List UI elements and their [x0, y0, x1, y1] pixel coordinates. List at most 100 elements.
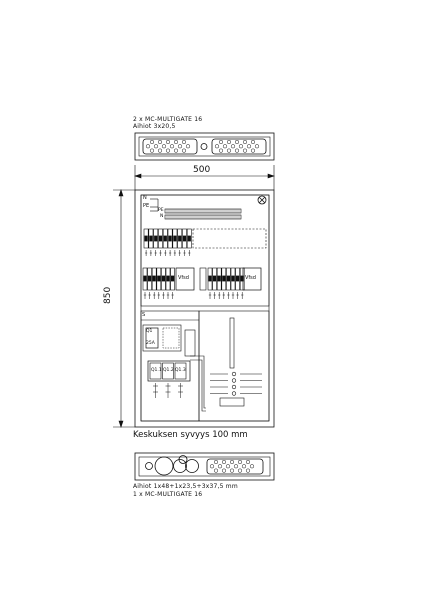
gland-hole — [234, 139, 240, 145]
breaker-toggle — [170, 275, 175, 282]
meter-wiring — [190, 355, 206, 412]
breaker-toggle — [222, 275, 226, 282]
supply-entry — [150, 198, 159, 212]
gland-hole — [242, 148, 248, 153]
gland-hole — [177, 144, 183, 149]
rcd-right-label: Vfsd — [245, 275, 256, 281]
gland-hole — [234, 148, 240, 153]
meter-terminal — [231, 371, 237, 377]
gland-hole — [213, 468, 219, 473]
gland-hole — [238, 144, 244, 149]
earth-symbol — [257, 195, 267, 205]
breaker-module — [147, 267, 152, 291]
breaker-module — [186, 228, 192, 249]
gland-hole — [145, 144, 151, 149]
breaker-module — [239, 267, 245, 291]
gland-hole — [161, 144, 167, 149]
n-busbar-label: N — [160, 214, 164, 219]
upper-panel — [140, 194, 270, 307]
breaker-module — [170, 267, 175, 291]
gland-hole — [237, 459, 243, 465]
top-multigate-right — [211, 138, 267, 155]
breaker-module — [148, 228, 154, 249]
width-dimension — [134, 165, 275, 190]
breaker-toggle — [208, 275, 212, 282]
pe-busbar-label: PE — [158, 208, 164, 213]
gland-hole — [173, 148, 179, 153]
bottom-hole-23 — [145, 462, 153, 470]
top-gland-title: 2 x MC-MULTIGATE 16 — [133, 116, 203, 123]
breaker-toggle — [152, 275, 156, 282]
gland-hole — [246, 144, 252, 149]
gland-hole — [165, 139, 171, 145]
gland-hole — [226, 139, 232, 145]
breaker-toggle — [235, 275, 240, 282]
gland-hole — [250, 139, 256, 145]
breaker-toggle — [231, 275, 235, 282]
breaker-module — [207, 267, 213, 291]
neutral-mark: N — [143, 195, 147, 201]
row2-center-module — [199, 267, 207, 291]
bottom-hole-37-b — [185, 459, 199, 473]
gland-hole — [245, 468, 251, 473]
breaker-module — [226, 267, 231, 291]
breaker-q1-label: Q1 — [146, 329, 153, 334]
gland-hole — [218, 139, 224, 145]
gland-hole — [218, 148, 224, 153]
rcd-left — [175, 267, 195, 291]
bottom-hole-37-a — [173, 459, 187, 473]
breaker-toggle — [149, 235, 153, 242]
height-dimension-label: 850 — [103, 286, 113, 304]
breaker-toggle — [182, 235, 187, 242]
top-gland-holes: Aihiot 3x20,5 — [133, 123, 176, 130]
top-center-knockout — [200, 143, 208, 150]
meter-terminal — [231, 391, 237, 396]
breaker-module — [161, 267, 166, 291]
breaker-toggle — [168, 235, 172, 242]
blank-cover-top — [192, 228, 267, 249]
breaker-module — [156, 267, 162, 291]
gland-hole — [242, 139, 248, 145]
gland-hole — [222, 144, 228, 149]
breaker-toggle — [240, 275, 244, 282]
gland-hole — [157, 148, 163, 153]
gland-hole — [250, 148, 256, 153]
height-dimension — [113, 189, 135, 428]
breaker-module — [177, 228, 183, 249]
gland-hole — [217, 464, 223, 469]
breaker-toggle — [147, 275, 152, 282]
pe-mark: PE — [143, 203, 150, 209]
breaker-toggle — [158, 235, 163, 242]
rcd-right — [242, 267, 262, 291]
breaker-module — [230, 267, 236, 291]
phase-breaker — [162, 362, 174, 380]
breaker-toggle — [187, 235, 191, 242]
gland-hole — [185, 144, 191, 149]
main-switch-box — [142, 324, 182, 352]
breaker-toggle — [154, 235, 158, 242]
breaker-toggle — [212, 275, 217, 282]
phase-group — [147, 360, 191, 382]
gland-hole — [225, 464, 231, 469]
breaker-toggle — [217, 275, 221, 282]
bottom-gland-holes: Aihiot 1x48+1x23,5+3x37,5 mm — [133, 483, 238, 490]
gland-hole — [249, 464, 255, 469]
breaker-toggle — [144, 235, 148, 242]
breaker-module — [162, 228, 168, 249]
breaker-q1-3-label: Q1.3 — [175, 368, 186, 373]
main-switch-side — [184, 329, 196, 357]
meter-display — [219, 397, 245, 407]
depth-note: Keskuksen syvyys 100 mm — [133, 430, 248, 440]
breaker-module — [235, 267, 240, 291]
rcd-left-label: Vfsd — [178, 275, 189, 281]
breaker-toggle — [226, 275, 230, 282]
bottom-hole-37-c — [178, 455, 188, 464]
gland-hole — [229, 459, 235, 465]
gland-hole — [173, 139, 179, 145]
gland-hole — [237, 468, 243, 473]
bottom-hole-48 — [154, 456, 174, 476]
gland-hole — [181, 148, 187, 153]
breaker-module — [216, 267, 222, 291]
top-cable-gland — [134, 132, 275, 161]
gland-hole — [209, 464, 215, 469]
